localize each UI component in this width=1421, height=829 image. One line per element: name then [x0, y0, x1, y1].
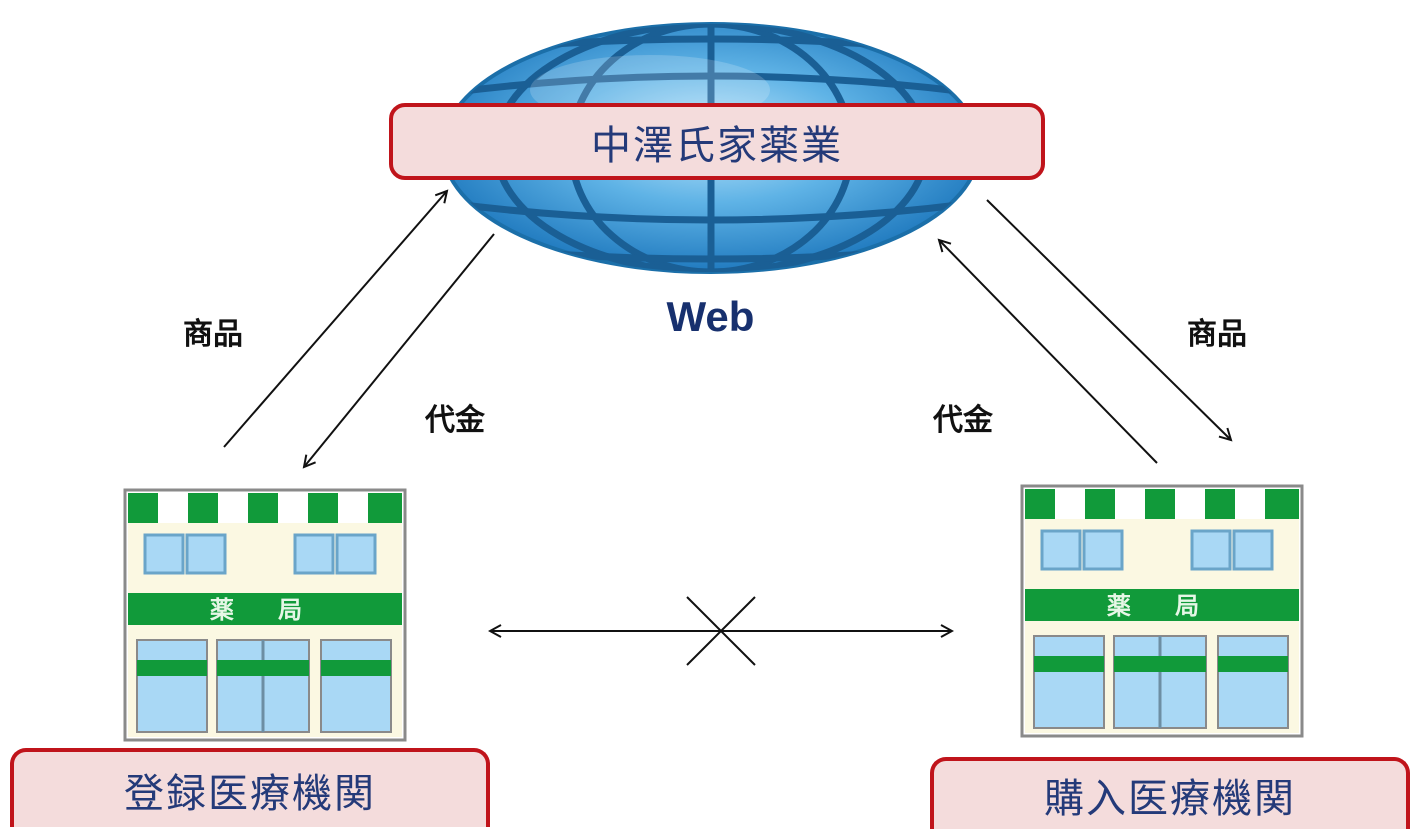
- edge-label-right-payment: 代金: [933, 403, 993, 438]
- arrow-right-payment: [939, 240, 1158, 464]
- cross-mark-icon: [686, 596, 756, 666]
- arrow-left-goods: [223, 191, 447, 448]
- node-label-center: 中澤氏家薬業: [591, 122, 843, 169]
- web-label: Web: [666, 293, 755, 340]
- edge-label-right-goods: 商品: [1187, 317, 1247, 352]
- edge-label-left-payment: 代金: [425, 403, 485, 438]
- node-label-left: 登録医療機関: [124, 770, 376, 817]
- edge-label-left-goods: 商品: [183, 317, 243, 352]
- node-registered-institution: 登録医療機関: [10, 748, 490, 827]
- arrow-left-payment: [304, 233, 495, 467]
- pharmacy-sign-left: 薬 局: [210, 596, 320, 624]
- arrow-right-goods: [986, 199, 1231, 440]
- node-purchasing-institution: 購入医療機関: [930, 757, 1410, 829]
- node-nakazawa-ujike: 中澤氏家薬業: [389, 103, 1045, 180]
- node-label-right: 購入医療機関: [1044, 776, 1296, 822]
- pharmacy-sign-right: 薬 局: [1107, 592, 1217, 620]
